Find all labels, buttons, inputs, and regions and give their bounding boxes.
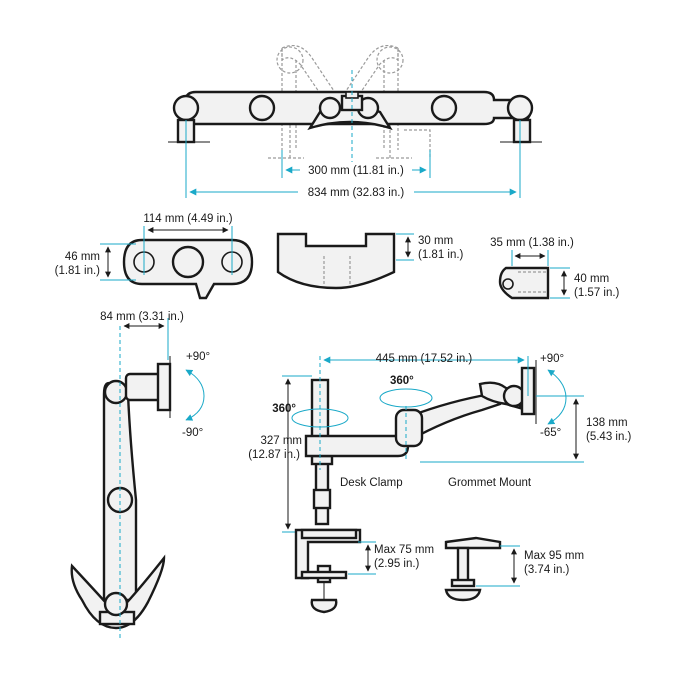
label-40in: (1.57 in.) <box>574 287 620 299</box>
label-300mm: 300 mm (11.81 in.) <box>308 165 404 177</box>
label-30mm: 30 mm <box>418 235 453 247</box>
label-max95in: (3.74 in.) <box>524 564 570 576</box>
label-46mm: 46 mm <box>65 251 100 263</box>
label-tilt-plus: +90° <box>186 351 210 363</box>
top-view-dual-arm: 300 mm (11.81 in.) 834 mm (32.83 in.) <box>168 45 542 199</box>
label-445mm: 445 mm (17.52 in.) <box>376 353 473 365</box>
label-360-pole: 360° <box>272 403 296 415</box>
front-view-arm: 84 mm (3.31 in.) +90° -90° <box>70 311 210 640</box>
label-46in: (1.81 in.) <box>55 265 101 277</box>
label-swivel-minus: -65° <box>540 427 561 439</box>
label-138in: (5.43 in.) <box>586 431 632 443</box>
pole-collar <box>312 488 332 510</box>
label-35mm: 35 mm (1.38 in.) <box>490 237 574 249</box>
vesa-bracket-view: 35 mm (1.38 in.) 40 mm (1.57 in.) <box>490 237 620 300</box>
left-mid-joint <box>248 94 276 122</box>
label-max95mm: Max 95 mm <box>524 550 584 562</box>
label-max75mm: Max 75 mm <box>374 544 434 556</box>
swivel-arc <box>547 369 567 425</box>
right-mid-joint <box>430 94 458 122</box>
label-grommet-mount: Grommet Mount <box>448 477 532 489</box>
crossbar-top-view: 114 mm (4.49 in.) 46 mm (1.81 in.) <box>55 213 254 300</box>
rotate-ellipse-arm <box>379 388 433 408</box>
desk-clamp: Desk Clamp Max 75 mm (2.95 in.) <box>294 477 434 614</box>
label-327mm: 327 mm <box>260 435 302 447</box>
left-end-joint <box>172 94 200 122</box>
left-inner-joint <box>318 96 342 120</box>
label-desk-clamp: Desk Clamp <box>340 477 403 489</box>
label-834mm: 834 mm (32.83 in.) <box>308 187 405 199</box>
crossbar-side-view: 30 mm (1.81 in.) <box>276 232 464 290</box>
right-end-joint <box>506 94 534 122</box>
right-vesa-plate <box>512 118 532 144</box>
label-swivel-plus: +90° <box>540 353 564 365</box>
label-tilt-minus: -90° <box>182 427 203 439</box>
label-114mm: 114 mm (4.49 in.) <box>143 213 232 225</box>
label-327in: (12.87 in.) <box>248 449 300 461</box>
label-360-arm: 360° <box>390 375 414 387</box>
label-40mm: 40 mm <box>574 273 609 285</box>
side-view-arm: 360° 360° 445 mm (17.52 in.) +90° -65° 1… <box>248 353 632 533</box>
label-max75in: (2.95 in.) <box>374 558 420 570</box>
tilt-arc <box>185 369 205 421</box>
label-30in: (1.81 in.) <box>418 249 464 261</box>
label-84mm: 84 mm (3.31 in.) <box>100 311 184 323</box>
label-138mm: 138 mm <box>586 417 628 429</box>
grommet-mount: Grommet Mount Max 95 mm (3.74 in.) <box>444 477 584 602</box>
